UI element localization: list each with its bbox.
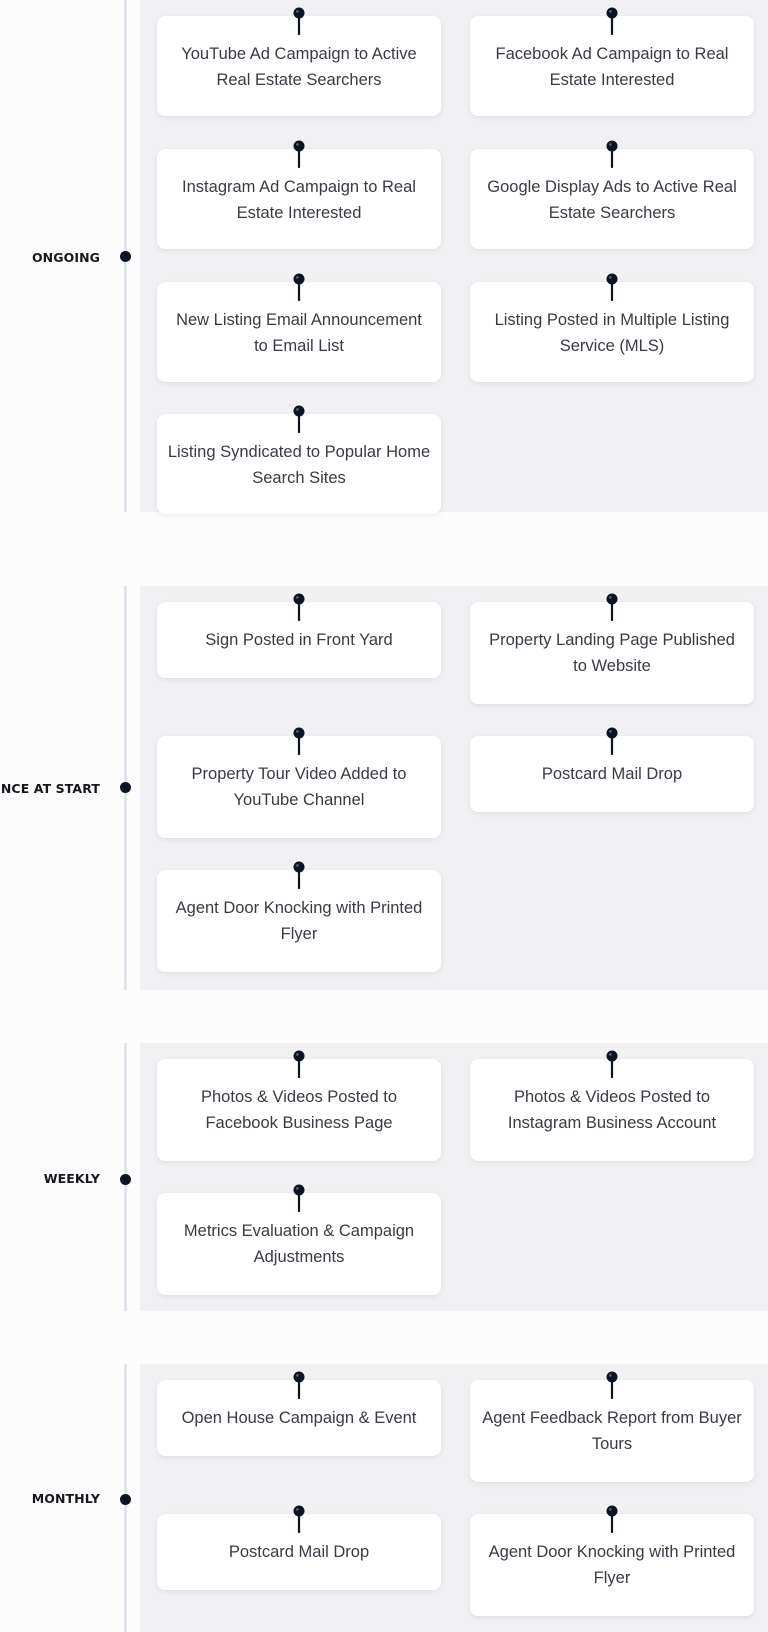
- map-pin-icon: [293, 7, 305, 35]
- section-weekly: WEEKLY Photos & Videos Posted to Faceboo…: [0, 1043, 768, 1311]
- task-card-text: Facebook Ad Campaign to Real Estate Inte…: [495, 45, 729, 89]
- map-pin-icon: [293, 140, 305, 168]
- map-pin-icon: [293, 405, 305, 433]
- task-card-text: Agent Door Knocking with Printed Flyer: [488, 1543, 736, 1587]
- task-card-text: Listing Posted in Multiple Listing Servi…: [494, 311, 730, 355]
- task-card-text: Postcard Mail Drop: [541, 765, 683, 783]
- section-label: ONGOING: [31, 250, 100, 265]
- task-card: Property Landing Page Published to Websi…: [470, 602, 754, 704]
- map-pin-icon: [293, 1505, 305, 1533]
- map-pin-icon: [606, 593, 618, 621]
- task-card: YouTube Ad Campaign to Active Real Estat…: [157, 16, 441, 116]
- map-pin-icon: [606, 1371, 618, 1399]
- task-card-text: Agent Door Knocking with Printed Flyer: [175, 899, 423, 943]
- map-pin-icon: [606, 140, 618, 168]
- task-card-text: Listing Syndicated to Popular Home Searc…: [167, 443, 431, 487]
- map-pin-icon: [606, 1505, 618, 1533]
- task-card: Photos & Videos Posted to Facebook Busin…: [157, 1059, 441, 1161]
- task-card-text: Postcard Mail Drop: [228, 1543, 370, 1561]
- task-card: Open House Campaign & Event: [157, 1380, 441, 1456]
- task-card: Agent Door Knocking with Printed Flyer: [157, 870, 441, 972]
- task-card: Metrics Evaluation & Campaign Adjustment…: [157, 1193, 441, 1295]
- task-card: Postcard Mail Drop: [157, 1514, 441, 1590]
- task-card-text: Photos & Videos Posted to Instagram Busi…: [507, 1088, 717, 1132]
- section-monthly: MONTHLY Open House Campaign & Event Agen…: [0, 1364, 768, 1632]
- task-card-text: Photos & Videos Posted to Facebook Busin…: [201, 1088, 397, 1132]
- task-card-text: Instagram Ad Campaign to Real Estate Int…: [182, 178, 416, 222]
- task-card: New Listing Email Announcement to Email …: [157, 282, 441, 382]
- task-card-text: Google Display Ads to Active Real Estate…: [487, 178, 737, 222]
- map-pin-icon: [293, 1050, 305, 1078]
- timeline-dot: [120, 251, 131, 262]
- map-pin-icon: [293, 273, 305, 301]
- task-card: Facebook Ad Campaign to Real Estate Inte…: [470, 16, 754, 116]
- map-pin-icon: [293, 1184, 305, 1212]
- timeline-dot: [120, 1174, 131, 1185]
- map-pin-icon: [293, 861, 305, 889]
- task-card-text: Property Landing Page Published to Websi…: [489, 631, 735, 675]
- section-ongoing: ONGOING YouTube Ad Campaign to Active Re…: [0, 0, 768, 514]
- map-pin-icon: [606, 727, 618, 755]
- timeline-dot: [120, 1494, 131, 1505]
- task-card-text: Open House Campaign & Event: [181, 1409, 417, 1427]
- section-once-at-start: ONCE AT START Sign Posted in Front Yard …: [0, 586, 768, 990]
- task-card-text: Sign Posted in Front Yard: [205, 631, 393, 649]
- map-pin-icon: [293, 727, 305, 755]
- task-card: Listing Posted in Multiple Listing Servi…: [470, 282, 754, 382]
- section-label: MONTHLY: [31, 1491, 100, 1506]
- task-card: Photos & Videos Posted to Instagram Busi…: [470, 1059, 754, 1161]
- task-card: Postcard Mail Drop: [470, 736, 754, 812]
- section-label: ONCE AT START: [0, 781, 100, 796]
- task-card-text: Agent Feedback Report from Buyer Tours: [482, 1409, 742, 1453]
- map-pin-icon: [606, 1050, 618, 1078]
- task-card-text: New Listing Email Announcement to Email …: [176, 311, 422, 355]
- task-card: Listing Syndicated to Popular Home Searc…: [157, 414, 441, 514]
- task-card: Sign Posted in Front Yard: [157, 602, 441, 678]
- map-pin-icon: [606, 7, 618, 35]
- task-card-text: YouTube Ad Campaign to Active Real Estat…: [181, 45, 417, 89]
- map-pin-icon: [293, 593, 305, 621]
- task-card: Agent Door Knocking with Printed Flyer: [470, 1514, 754, 1616]
- task-card-text: Metrics Evaluation & Campaign Adjustment…: [183, 1222, 415, 1266]
- task-card: Agent Feedback Report from Buyer Tours: [470, 1380, 754, 1482]
- task-card: Property Tour Video Added to YouTube Cha…: [157, 736, 441, 838]
- task-card: Instagram Ad Campaign to Real Estate Int…: [157, 149, 441, 249]
- task-card-text: Property Tour Video Added to YouTube Cha…: [191, 765, 407, 809]
- map-pin-icon: [606, 273, 618, 301]
- task-card: Google Display Ads to Active Real Estate…: [470, 149, 754, 249]
- map-pin-icon: [293, 1371, 305, 1399]
- timeline-dot: [120, 782, 131, 793]
- section-label: WEEKLY: [43, 1171, 100, 1186]
